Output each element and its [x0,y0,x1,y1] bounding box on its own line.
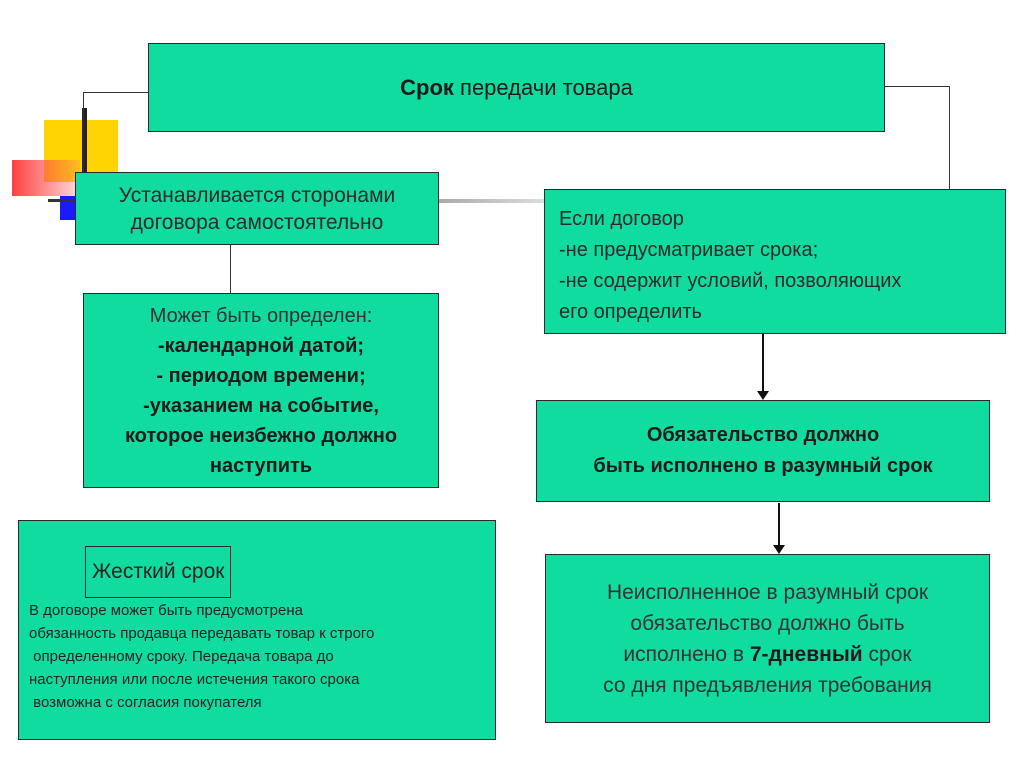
seven-day-line3: исполнено в 7-дневный срок [623,642,912,666]
seven-day-line2: обязательство должно быть [630,611,905,635]
hard-term-line: возможна с согласия покупателя [29,694,262,711]
may-be-defined-intro: Может быть определен: [149,304,373,327]
if-contract-line: Если договор [559,208,684,230]
decor-fade-line [439,199,544,203]
may-be-defined-item: наступить [209,454,313,477]
obligation-line2: быть исполнено в разумный срок [593,455,933,477]
decor-vertical-bar [82,108,87,204]
connector-set-define [230,245,231,293]
connector-title-right-horizontal [885,86,949,87]
connector-title-left-horizontal [83,92,148,93]
seven-day-box: Неисполненное в разумный срок обязательс… [545,554,990,723]
hard-term-text: В договоре может быть предусмотрена обяз… [29,599,495,714]
if-contract-box: Если договор -не предусматривает срока; … [544,189,1006,334]
if-contract-line: -не предусматривает срока; [559,239,819,261]
may-be-defined-item: -указанием на событие, [143,394,379,417]
set-by-parties-line1: Устанавливается сторонами [118,183,396,207]
seven-day-line1: Неисполненное в разумный срок [606,580,929,604]
arrow-obligation-to-seven [773,503,785,554]
if-contract-line: -не содержит условий, позволяющих [559,270,902,292]
decor-red-gradient [12,160,80,196]
connector-title-right-vertical [949,86,950,189]
may-be-defined-box: Может быть определен: -календарной датой… [83,293,439,488]
title-text: Срок передачи товара [400,74,633,100]
may-be-defined-item: - периодом времени; [156,364,366,387]
may-be-defined-item: которое неизбежно должно [124,424,398,447]
obligation-box: Обязательство должно быть исполнено в ра… [536,400,990,502]
hard-term-box: Жесткий срок В договоре может быть преду… [18,520,496,740]
may-be-defined-item: -календарной датой; [157,334,365,357]
hard-term-line: обязанность продавца передавать товар к … [29,625,375,642]
hard-term-line: наступления или после истечения такого с… [29,671,360,688]
hard-term-line: определенному сроку. Передача товара до [29,648,334,665]
decor-horizontal-bar [48,199,92,202]
if-contract-line: его определить [559,301,702,323]
title-box: Срок передачи товара [148,43,885,132]
set-by-parties-box: Устанавливается сторонами договора самос… [75,172,439,245]
connector-title-left-vertical [83,92,84,172]
obligation-line1: Обязательство должно [646,424,880,446]
set-by-parties-line2: договора самостоятельно [130,210,384,234]
hard-term-line: В договоре может быть предусмотрена [29,602,303,619]
seven-day-line4: со дня предъявления требования [603,673,932,697]
hard-term-title: Жесткий срок [85,546,232,598]
arrow-if-to-obligation [757,334,769,400]
